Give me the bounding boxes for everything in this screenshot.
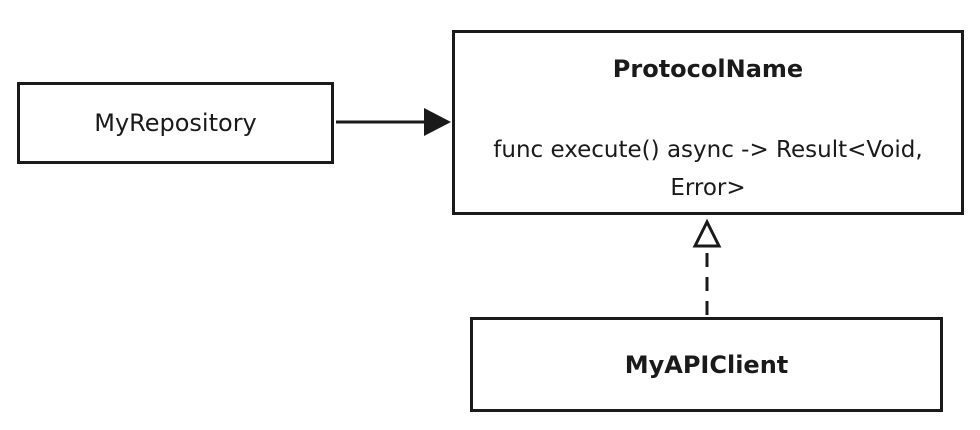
protocol-method-label: func execute() async -> Result<Void, Err… — [493, 137, 923, 201]
dependency-arrowhead — [424, 108, 451, 136]
my-api-client-box: MyAPIClient — [470, 317, 943, 412]
my-api-client-label: MyAPIClient — [624, 350, 789, 379]
protocol-box: ProtocolName func execute() async -> Res… — [452, 30, 964, 215]
realization-triangle-head — [692, 218, 722, 248]
my-repository-label: MyRepository — [94, 109, 257, 137]
protocol-name-label: ProtocolName — [612, 55, 804, 83]
my-repository-box: MyRepository — [17, 82, 334, 164]
